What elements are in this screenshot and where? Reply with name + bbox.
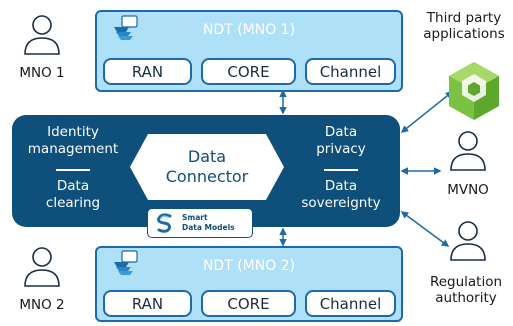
mno1-label: MNO 1 [19, 65, 65, 81]
smart-data-models-logo [157, 213, 172, 233]
regulation-line2: authority [435, 290, 497, 306]
mno2-label: MNO 2 [19, 297, 65, 313]
module-core: CORE [201, 58, 296, 85]
arrow-connector-third-party [400, 91, 454, 133]
mvno-label: MVNO [447, 182, 489, 198]
data-clearing-label: Data clearing [18, 178, 128, 212]
data-sovereignty-line1: Data [324, 178, 358, 194]
data-clearing-line1: Data [56, 178, 90, 194]
data-privacy-line2: privacy [316, 141, 366, 157]
data-privacy-label: Data privacy [288, 124, 394, 158]
third-party-line1: Third party [426, 10, 502, 26]
arrow-connector-regulation [400, 211, 450, 247]
data-connector-line2: Connector [165, 167, 249, 186]
regulation-label: Regulation authority [422, 274, 510, 306]
module-ran: RAN [103, 58, 192, 85]
third-party-line2: applications [423, 26, 505, 42]
regulation-line1: Regulation [429, 274, 503, 290]
smart-data-models-line1: Smart [182, 213, 208, 222]
third-party-label: Third party applications [418, 10, 510, 42]
identity-management-line2: management [27, 141, 119, 157]
person-icon [450, 131, 486, 171]
person-icon [24, 15, 60, 55]
module-channel: Channel [305, 290, 396, 317]
digital-twin-icon [114, 250, 138, 275]
person-icon [24, 247, 60, 287]
identity-management-label: Identity management [18, 124, 128, 158]
module-ran: RAN [103, 290, 192, 317]
data-sovereignty-line2: sovereignty [301, 195, 381, 211]
right-separator [324, 169, 358, 171]
data-sovereignty-label: Data sovereignty [288, 178, 394, 212]
hexagon-icon [130, 134, 284, 200]
data-connector-line1: Data [187, 147, 227, 166]
ndt-mno1-title: NDT (MNO 1) [202, 22, 296, 38]
ndt-mno2-box: NDT (MNO 2) RAN CORE Channel [95, 246, 403, 322]
ndt-mno2-title: NDT (MNO 2) [202, 258, 296, 274]
module-core: CORE [201, 290, 296, 317]
data-clearing-line2: clearing [45, 195, 101, 211]
smart-data-models-line2: Data Models [182, 222, 235, 232]
smart-data-models-text: Smart Data Models [182, 213, 235, 232]
left-separator [56, 169, 90, 171]
smart-data-models-badge: Smart Data Models [147, 208, 253, 238]
person-icon [450, 221, 486, 261]
digital-twin-icon [114, 15, 138, 40]
ndt-mno1-box: NDT (MNO 1) RAN CORE Channel [95, 10, 403, 92]
module-channel: Channel [305, 58, 396, 85]
app-cube-icon [449, 62, 499, 120]
identity-management-line1: Identity [47, 124, 99, 140]
data-connector-label: Data Connector [144, 147, 270, 187]
data-privacy-line1: Data [324, 124, 358, 140]
